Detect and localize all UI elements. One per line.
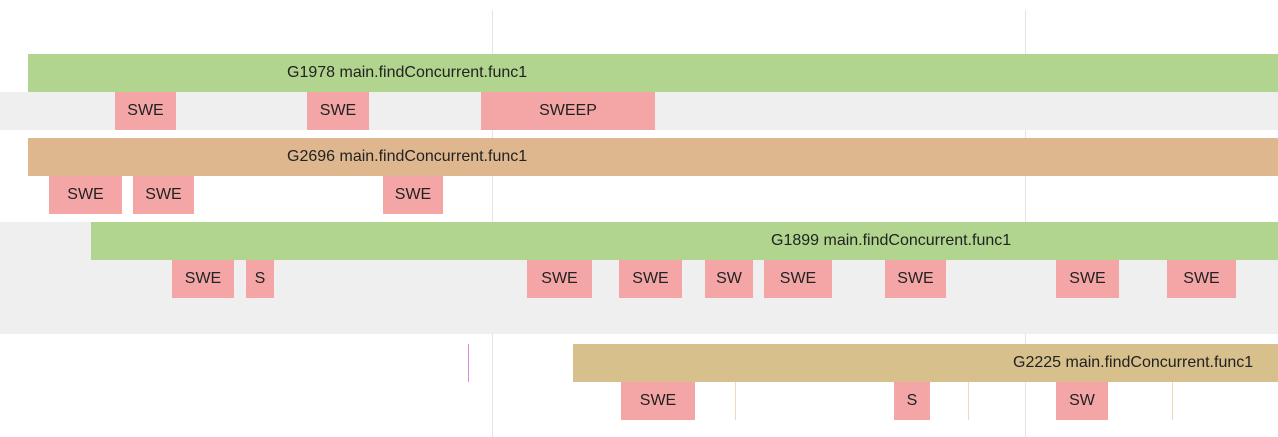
goroutine-bar-g1899[interactable]: G1899 main.findConcurrent.func1 [91, 222, 1278, 260]
slice-divider [735, 382, 736, 420]
sweep-slice[interactable]: SWE [133, 176, 194, 214]
goroutine-bar-g2225[interactable]: G2225 main.findConcurrent.func1 [573, 344, 1278, 382]
sweep-slice[interactable]: SWE [1056, 260, 1119, 298]
sweep-slice[interactable]: SWE [527, 260, 592, 298]
goroutine-label: G1899 main.findConcurrent.func1 [771, 232, 1012, 249]
sweep-slice[interactable]: SWE [764, 260, 832, 298]
sweep-slice[interactable]: S [894, 382, 930, 420]
slice-divider [968, 382, 969, 420]
sweep-slice[interactable]: SWE [885, 260, 946, 298]
sweep-slice[interactable]: SWE [307, 92, 369, 130]
sweep-slice[interactable]: SWE [1167, 260, 1236, 298]
sweep-slice[interactable]: SW [705, 260, 753, 298]
sweep-slice[interactable]: SWEEP [481, 92, 655, 130]
goroutine-label: G2225 main.findConcurrent.func1 [1013, 354, 1254, 371]
goroutine-label: G1978 main.findConcurrent.func1 [287, 64, 528, 81]
sweep-slice[interactable]: S [246, 260, 274, 298]
sweep-slice[interactable]: SWE [49, 176, 122, 214]
sweep-slice[interactable]: SWE [115, 92, 176, 130]
goroutine-bar-g1978[interactable]: G1978 main.findConcurrent.func1 [28, 54, 1278, 92]
sweep-slice[interactable]: SW [1056, 382, 1108, 420]
sweep-slice[interactable]: SWE [172, 260, 234, 298]
sweep-slice[interactable]: SWE [619, 260, 682, 298]
sweep-slice[interactable]: SWE [383, 176, 443, 214]
goroutine-bar-g2696[interactable]: G2696 main.findConcurrent.func1 [28, 138, 1278, 176]
event-marker [468, 344, 469, 382]
sweep-slice[interactable]: SWE [621, 382, 695, 420]
goroutine-label: G2696 main.findConcurrent.func1 [287, 148, 528, 165]
slice-divider [1172, 382, 1173, 420]
